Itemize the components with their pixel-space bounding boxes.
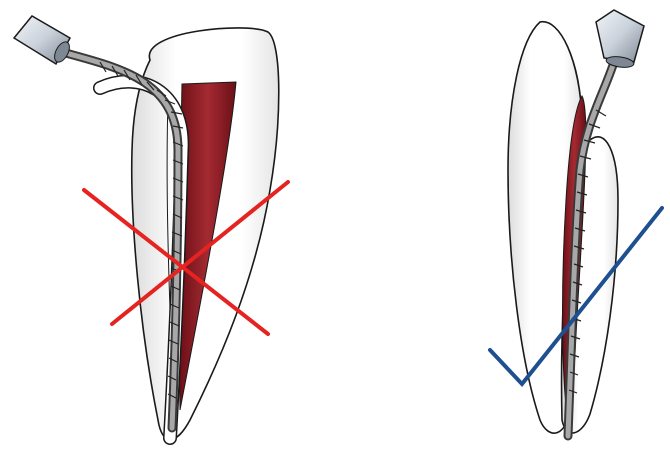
right-file-handle <box>596 10 644 69</box>
left-panel <box>14 16 288 440</box>
left-file-handle <box>14 16 72 65</box>
right-panel <box>490 10 662 436</box>
